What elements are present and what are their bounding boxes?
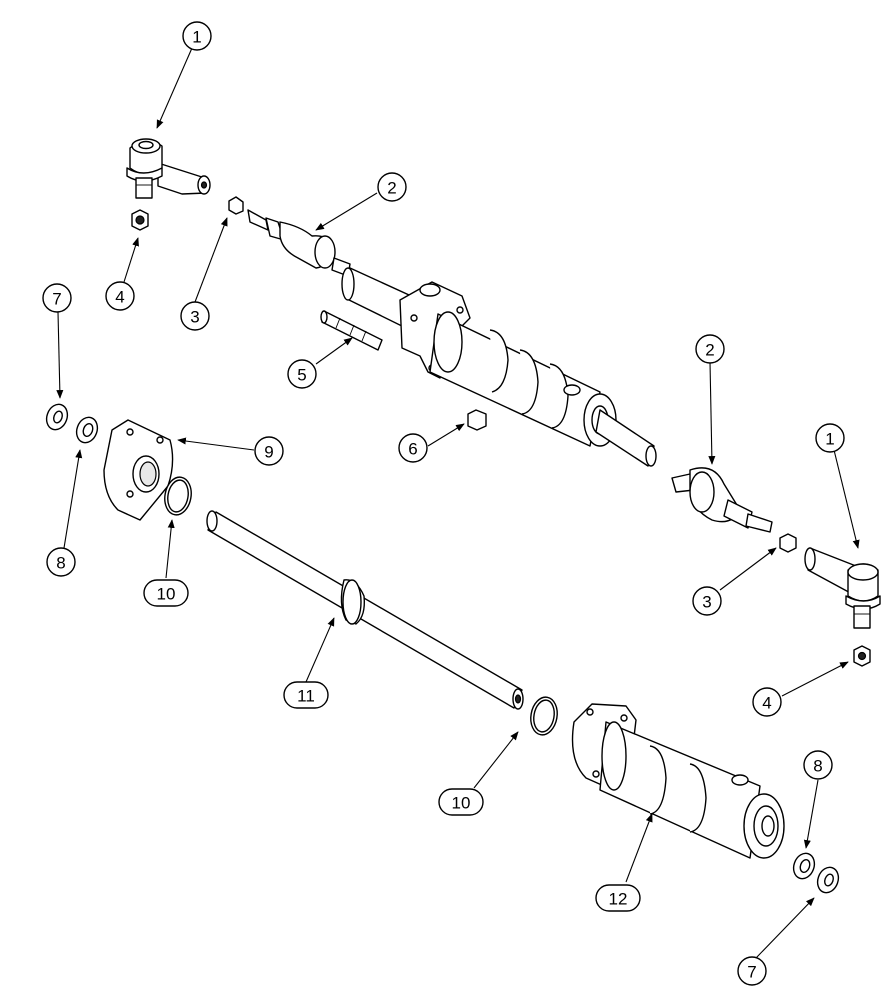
jam-nut-upper (228, 196, 244, 215)
callout-bubble (803, 750, 833, 780)
callout-label: 8 (813, 757, 822, 776)
inner-tie-rod-upper (247, 209, 351, 277)
callout-bubble (182, 21, 212, 51)
o-ring-left (164, 476, 192, 516)
washer-8-right (792, 852, 816, 880)
callout-label: 6 (408, 440, 417, 459)
callout-label: 9 (264, 443, 273, 462)
callout-label: 3 (190, 308, 199, 327)
callout-label: 8 (56, 554, 65, 573)
callout-2: 2 (695, 334, 725, 364)
callout-label: 12 (609, 890, 628, 909)
callout-bubble (695, 334, 725, 364)
callout-bubble (752, 687, 782, 717)
callout-label: 11 (297, 687, 315, 706)
callout-label: 7 (52, 290, 61, 309)
callout-label: 1 (825, 430, 834, 449)
callout-bubble (180, 301, 210, 331)
callout-label: 10 (452, 794, 471, 813)
callout-8: 8 (803, 750, 833, 780)
callout-label: 3 (702, 593, 711, 612)
callout-bubble (254, 436, 284, 466)
jam-nut-right (779, 533, 797, 553)
callout-5: 5 (287, 359, 317, 389)
washer-7-left (45, 403, 69, 431)
callout-bubble (283, 681, 329, 709)
piston-rod (206, 510, 524, 710)
callout-2: 2 (377, 172, 407, 202)
callout-1: 1 (815, 423, 845, 453)
nut-left (131, 209, 149, 231)
o-ring-lower (530, 696, 558, 736)
cylinder-barrel (571, 703, 785, 859)
callout-label: 2 (387, 179, 396, 198)
callout-bubble (737, 956, 767, 986)
callout-bubble (692, 586, 722, 616)
callout-label: 7 (747, 963, 756, 982)
bolt (320, 310, 383, 351)
nut-6 (467, 409, 487, 431)
callout-bubble (377, 172, 407, 202)
callout-6: 6 (398, 433, 428, 463)
callout-3: 3 (692, 586, 722, 616)
callout-10: 10 (143, 579, 189, 607)
callout-bubble (815, 423, 845, 453)
steering-cylinder (341, 267, 657, 467)
tie-rod-end-right (804, 547, 881, 629)
callout-10: 10 (438, 788, 484, 816)
callout-label: 1 (192, 28, 201, 47)
callout-11: 11 (283, 681, 329, 709)
callout-label: 5 (297, 366, 306, 385)
callout-4: 4 (752, 687, 782, 717)
callout-7: 7 (42, 283, 72, 313)
callout-label: 10 (157, 585, 176, 604)
leader-lines (56, 47, 860, 959)
washer-8-left (75, 416, 99, 444)
callout-7: 7 (737, 956, 767, 986)
gland-plate (103, 419, 174, 521)
tie-rod-end-left (126, 138, 211, 199)
callout-label: 4 (115, 288, 124, 307)
callout-8: 8 (46, 547, 76, 577)
callout-3: 3 (180, 301, 210, 331)
callout-1: 1 (182, 21, 212, 51)
callout-label: 2 (705, 341, 714, 360)
callout-bubble (46, 547, 76, 577)
washer-7-right (816, 866, 840, 894)
callout-9: 9 (254, 436, 284, 466)
callout-bubble (398, 433, 428, 463)
callout-label: 4 (762, 694, 771, 713)
callout-bubble (287, 359, 317, 389)
callout-bubble (143, 579, 189, 607)
nut-right (853, 645, 871, 667)
callout-bubble (105, 281, 135, 311)
inner-tie-rod-right (671, 467, 773, 533)
callout-bubble (438, 788, 484, 816)
callout-bubble (42, 283, 72, 313)
callout-4: 4 (105, 281, 135, 311)
callout-bubble (595, 884, 641, 912)
callout-12: 12 (595, 884, 641, 912)
